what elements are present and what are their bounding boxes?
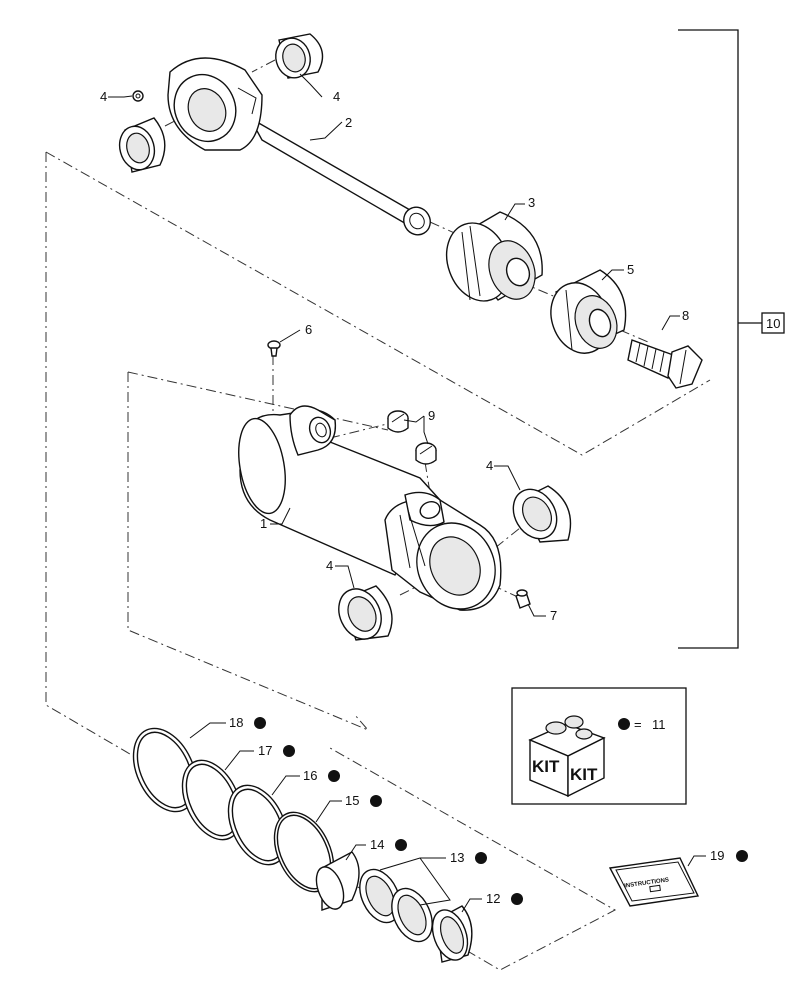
callout-1: 1 (260, 516, 267, 531)
kit-marker-icon (395, 839, 407, 851)
kit-word-right: KIT (570, 765, 598, 784)
callout-19: 19 (710, 848, 724, 863)
bushing-top-right (275, 33, 324, 79)
piston-seal (550, 269, 627, 354)
callout-4: 4 (326, 558, 333, 573)
callout-4: 4 (100, 89, 107, 104)
callout-13: 13 (450, 850, 464, 865)
callout-4: 4 (486, 458, 493, 473)
callout-18: 18 (229, 715, 243, 730)
seal-ring-13b (391, 887, 433, 943)
callout-5: 5 (627, 262, 634, 277)
kit-marker-icon (511, 893, 523, 905)
seal-ring-17 (181, 759, 243, 841)
callout-9: 9 (428, 408, 435, 423)
kit-marker-icon (254, 717, 266, 729)
callout-16: 16 (303, 768, 317, 783)
kit-legend-marker-icon (618, 718, 630, 730)
callout-15: 15 (345, 793, 359, 808)
callout-8: 8 (682, 308, 689, 323)
callout-7: 7 (550, 608, 557, 623)
screw-6 (267, 340, 281, 357)
kit-markers (254, 717, 748, 905)
kit-legend-number: 11 (652, 717, 666, 732)
grease-fitting-top (132, 90, 144, 102)
bolt (627, 339, 703, 389)
seal-ring-16 (227, 784, 289, 866)
bushing-mid-right (512, 485, 572, 543)
kit-marker-icon (283, 745, 295, 757)
callout-14: 14 (370, 837, 384, 852)
rod-wiper-12 (431, 905, 473, 963)
kit-marker-icon (736, 850, 748, 862)
callout-2: 2 (345, 115, 352, 130)
kit-marker-icon (328, 770, 340, 782)
leader-lines (108, 73, 706, 913)
seal-ring-18 (132, 727, 198, 813)
callout-4: 4 (333, 89, 340, 104)
kit-marker-icon (475, 852, 487, 864)
wear-band-14 (315, 851, 360, 911)
parts-box-icon: KIT KIT (528, 715, 606, 798)
instruction-sheet-icon: INSTRUCTIONS (608, 857, 700, 907)
kit-word-left: KIT (532, 757, 560, 776)
rod-assembly (167, 57, 431, 236)
piston (445, 211, 543, 302)
kit-marker-icon (370, 795, 382, 807)
callout-17: 17 (258, 743, 272, 758)
callout-10: 10 (766, 316, 780, 331)
plug-9-lower (415, 442, 437, 465)
bushing-top-left (118, 117, 166, 173)
kit-legend-equals: = (634, 717, 642, 732)
callout-labels: 2 4 4 3 5 8 10 6 9 4 1 4 7 18 17 16 15 1… (100, 89, 780, 906)
callout-6: 6 (305, 322, 312, 337)
seal-ring-13a (359, 868, 401, 924)
grease-fitting-7 (515, 589, 531, 609)
bushing-mid-left (338, 585, 393, 641)
assembly-bracket (678, 29, 785, 649)
callout-10-box (761, 312, 785, 334)
barrel (238, 405, 502, 611)
plug-9-upper (387, 410, 409, 433)
kit-legend: KIT KIT = 11 (511, 687, 687, 805)
callout-12: 12 (486, 891, 500, 906)
callout-3: 3 (528, 195, 535, 210)
